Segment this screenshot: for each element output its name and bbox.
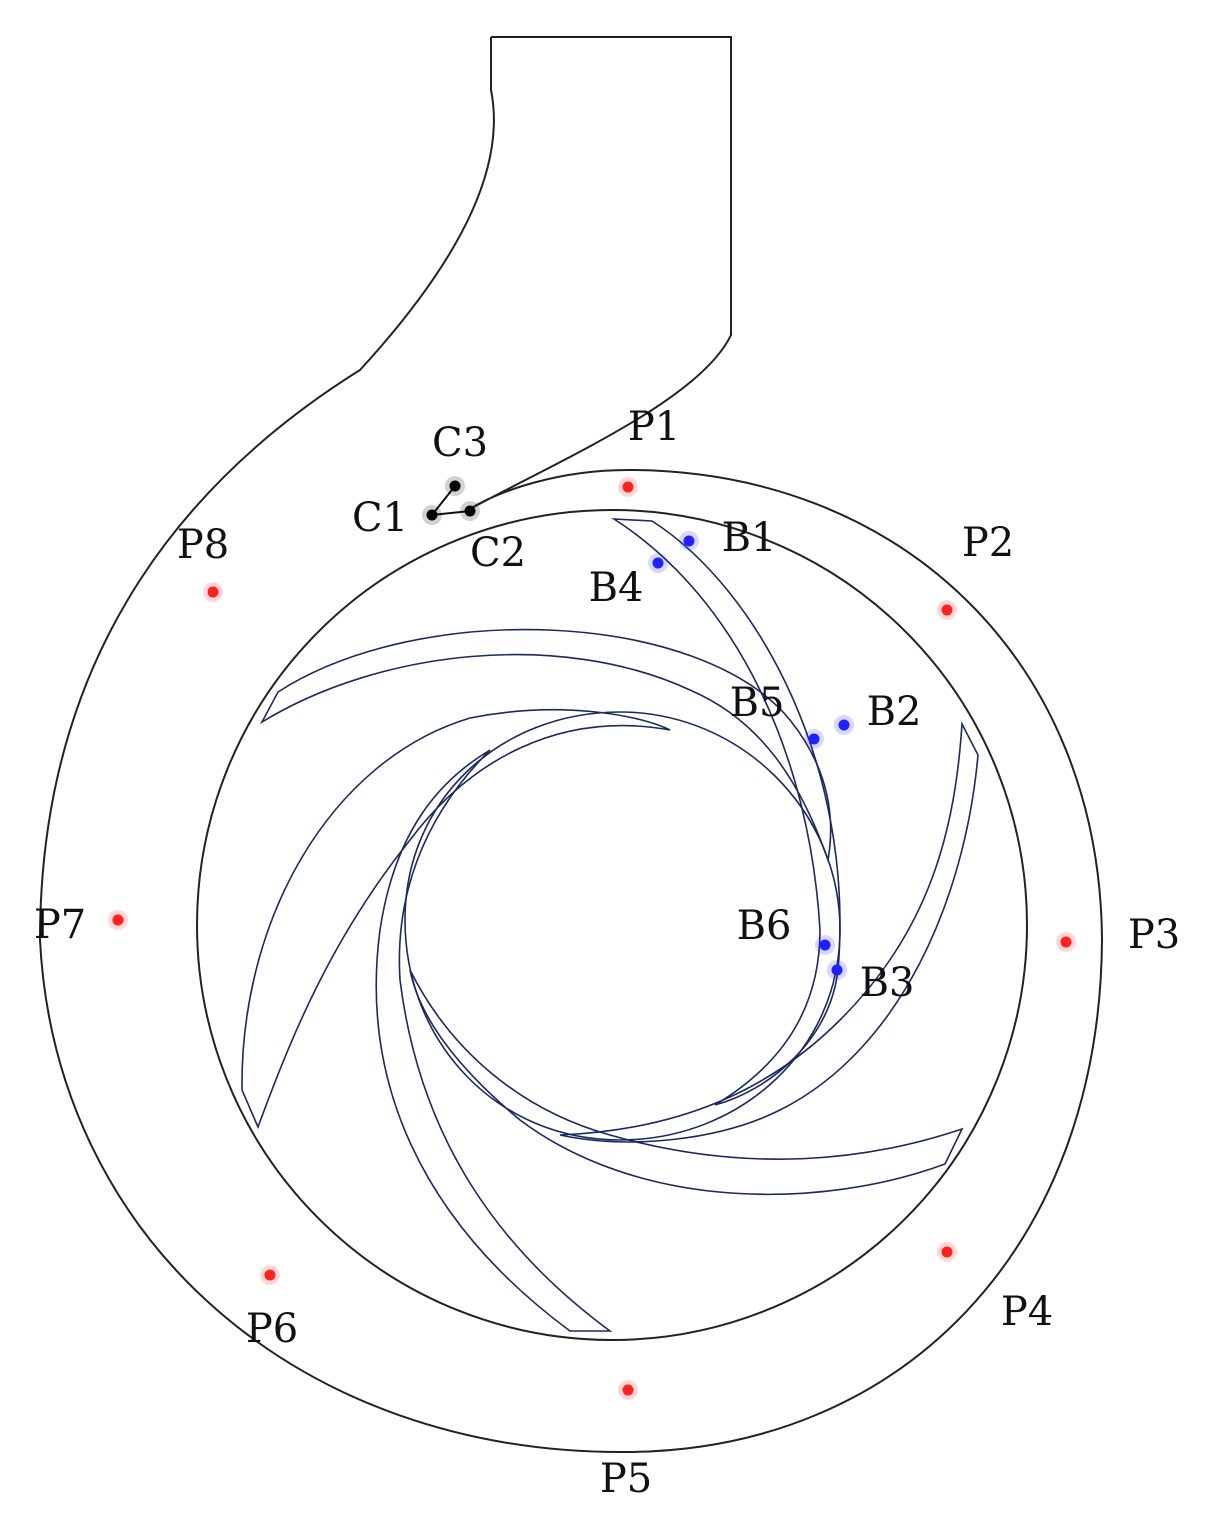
pressure-point-label-p8: P8 xyxy=(177,522,229,568)
pressure-point-marker-p7 xyxy=(112,914,124,926)
impeller-blade xyxy=(611,518,841,1106)
pressure-point-label-p3: P3 xyxy=(1128,912,1180,958)
blade-point-label-b1: B1 xyxy=(722,515,777,561)
impeller-outer-circle xyxy=(196,509,1028,1341)
blade-point-marker-b5 xyxy=(808,733,820,745)
cutwater-point-label-c2: C2 xyxy=(470,530,526,576)
blade-point-marker-b2 xyxy=(838,719,850,731)
blade-point-label-b5: B5 xyxy=(730,680,785,726)
impeller-blades xyxy=(241,518,979,1332)
cutwater-point-marker-c1 xyxy=(426,509,438,521)
impeller-blade xyxy=(259,628,832,864)
pressure-point-label-p5: P5 xyxy=(600,1456,652,1502)
blade-point-label-b3: B3 xyxy=(860,960,915,1006)
pressure-point-marker-p6 xyxy=(264,1269,276,1281)
blade-point-marker-b1 xyxy=(683,535,695,547)
cutwater-marker-line xyxy=(431,485,471,516)
blade-point-label-b2: B2 xyxy=(867,689,922,735)
pressure-point-marker-p2 xyxy=(941,604,953,616)
blade-point-marker-b6 xyxy=(819,939,831,951)
impeller-blade xyxy=(375,749,613,1332)
pressure-point-label-p1: P1 xyxy=(628,404,680,450)
volute-casing-outline xyxy=(38,36,1104,1454)
pressure-point-marker-p8 xyxy=(207,586,219,598)
pressure-point-marker-p5 xyxy=(622,1384,634,1396)
cutwater-point-label-c1: C1 xyxy=(352,495,408,541)
blade-point-marker-b4 xyxy=(652,557,664,569)
impeller-blade xyxy=(559,721,979,1143)
blade-point-label-b6: B6 xyxy=(737,903,792,949)
blade-point-label-b4: B4 xyxy=(589,565,644,611)
pressure-point-label-p7: P7 xyxy=(34,902,86,948)
pressure-point-marker-p3 xyxy=(1060,936,1072,948)
cutwater-point-marker-c3 xyxy=(449,480,461,492)
cutwater-point-label-c3: C3 xyxy=(432,420,488,466)
impeller-hub xyxy=(404,711,841,1141)
impeller-blade xyxy=(241,708,671,1130)
pressure-point-label-p6: P6 xyxy=(246,1306,298,1352)
pressure-point-label-p4: P4 xyxy=(1001,1289,1053,1335)
pressure-point-marker-p1 xyxy=(622,481,634,493)
cutwater-point-marker-c2 xyxy=(464,505,476,517)
pressure-point-marker-p4 xyxy=(941,1246,953,1258)
blade-point-marker-b3 xyxy=(831,964,843,976)
pressure-point-label-p2: P2 xyxy=(962,520,1014,566)
